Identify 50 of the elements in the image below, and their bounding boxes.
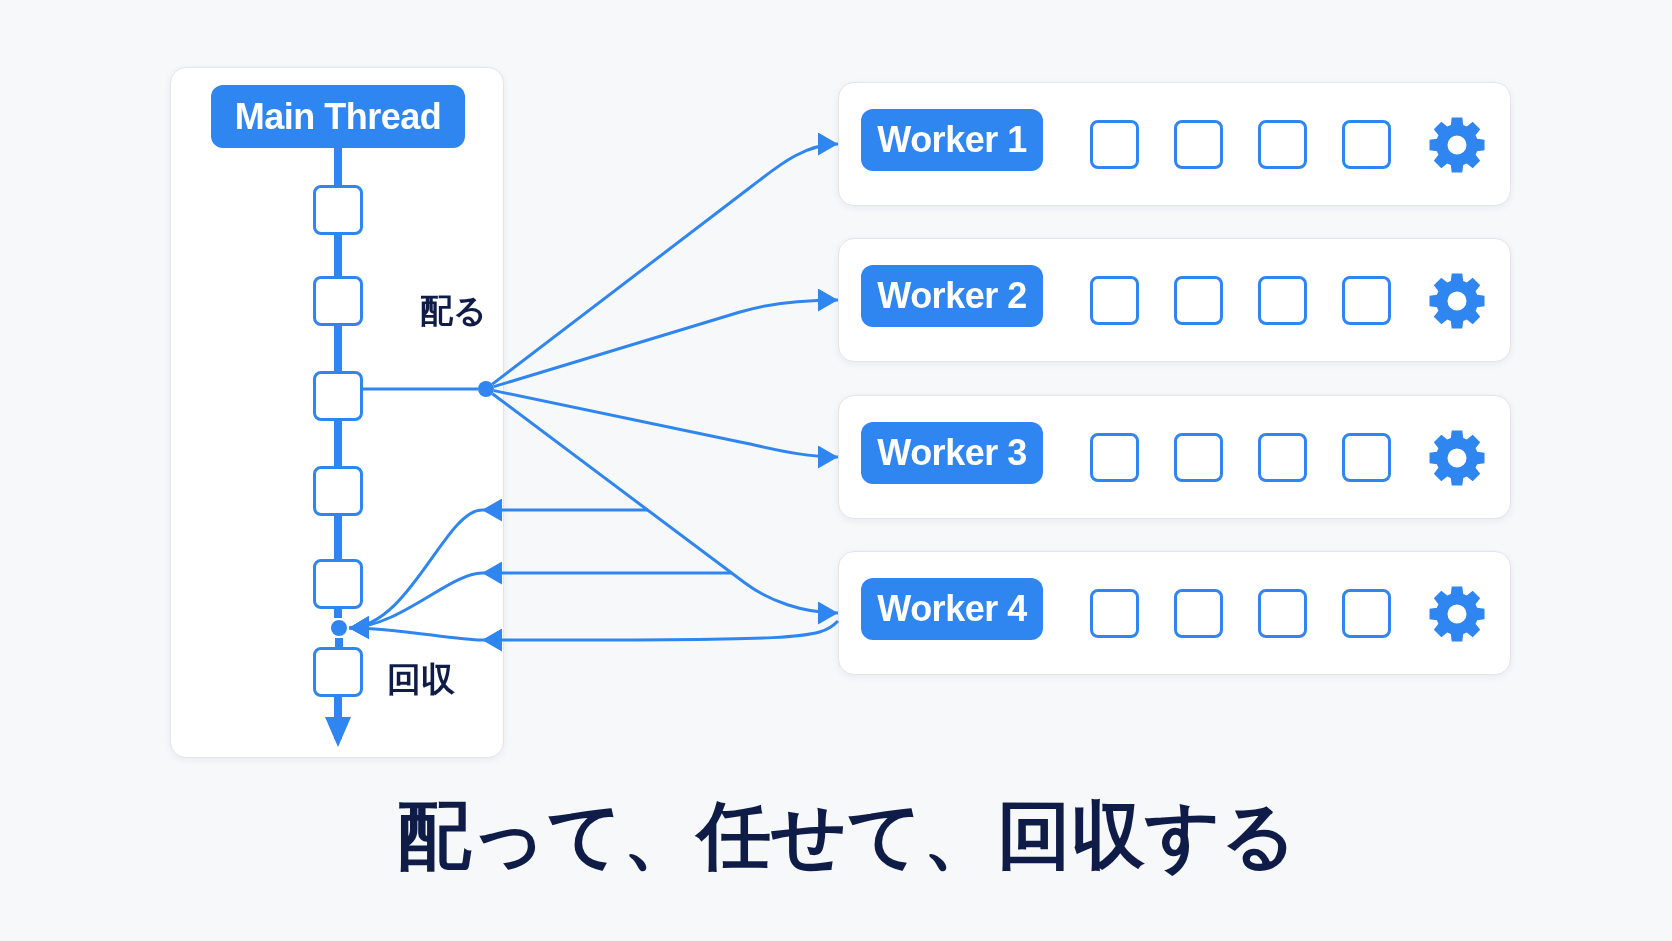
task-slot (1090, 433, 1139, 482)
worker-label: Worker 3 (861, 422, 1043, 484)
action-label: 回収 (387, 662, 455, 696)
connector-line (363, 387, 478, 391)
task-slot (1258, 433, 1307, 482)
worker-panel (838, 395, 1511, 519)
timeline-line (334, 326, 342, 371)
worker-label: Worker 2 (861, 265, 1043, 327)
task-slot (1174, 120, 1223, 169)
task-slot (1342, 589, 1391, 638)
timeline-line (334, 148, 342, 185)
task-slot (1342, 433, 1391, 482)
timeline-line (334, 421, 342, 466)
task-slot (313, 371, 363, 421)
task-slot (1342, 120, 1391, 169)
timeline-arrow (325, 697, 351, 747)
task-slot (1174, 589, 1223, 638)
merge-point (329, 618, 349, 638)
worker-label: Worker 4 (861, 578, 1043, 640)
arrow (491, 133, 839, 386)
worker-panel (838, 82, 1511, 206)
task-slot (1174, 276, 1223, 325)
task-slot (1090, 589, 1139, 638)
task-slot (313, 185, 363, 235)
thread-panel (170, 67, 504, 758)
task-slot (1258, 276, 1307, 325)
task-slot (313, 559, 363, 609)
task-slot (1174, 433, 1223, 482)
task-slot (1342, 276, 1391, 325)
worker-label: Worker 1 (861, 109, 1043, 171)
task-slot (313, 466, 363, 516)
arrow (493, 389, 839, 469)
timeline-line (334, 609, 342, 618)
worker-panel (838, 551, 1511, 675)
task-slot (1258, 589, 1307, 638)
arrow (493, 288, 838, 389)
timeline-line (334, 516, 342, 559)
worker-panel (838, 238, 1511, 362)
task-slot (313, 647, 363, 697)
thread-label: Main Thread (211, 85, 465, 148)
dispatch-point (478, 381, 494, 397)
task-slot (313, 276, 363, 326)
arrow (349, 616, 839, 652)
timeline-line (335, 638, 343, 647)
arrow (491, 392, 839, 624)
timeline-line (334, 235, 342, 276)
task-slot (1258, 120, 1307, 169)
task-slot (1090, 120, 1139, 169)
task-slot (1090, 276, 1139, 325)
action-label: 配る (420, 294, 487, 327)
